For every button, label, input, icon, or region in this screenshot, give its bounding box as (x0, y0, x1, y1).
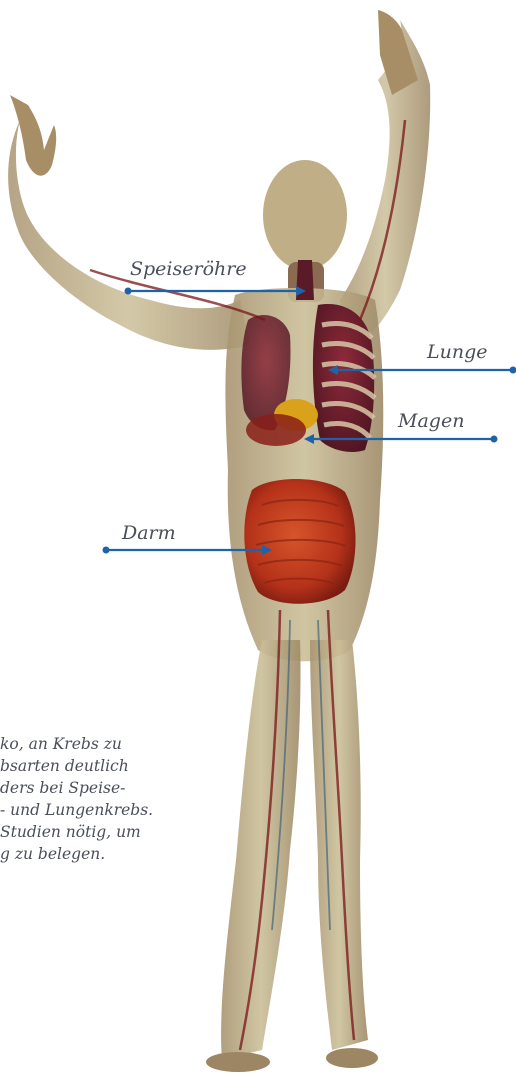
label-stomach: Magen (398, 410, 464, 432)
caption-line-3: ders bei Speise- (0, 779, 125, 797)
head (263, 160, 347, 270)
caption-line-1: ko, an Krebs zu (0, 735, 122, 753)
caption-line-4: - und Lungenkrebs. (0, 801, 153, 819)
left-leg (221, 640, 300, 1060)
caption-line-2: bsarten deutlich (0, 757, 129, 775)
body-silhouette (8, 10, 430, 1072)
intestine-shape (244, 479, 355, 604)
liver-shape (246, 414, 306, 446)
right-foot (326, 1048, 378, 1068)
label-intestine: Darm (122, 522, 176, 544)
caption-line-6: g zu belegen. (0, 845, 105, 863)
label-lung: Lunge (427, 341, 488, 363)
right-leg (310, 640, 368, 1050)
left-foot (206, 1052, 270, 1072)
caption-line-5: Studien nötig, um (0, 823, 141, 841)
label-esophagus: Speiseröhre (130, 258, 247, 280)
